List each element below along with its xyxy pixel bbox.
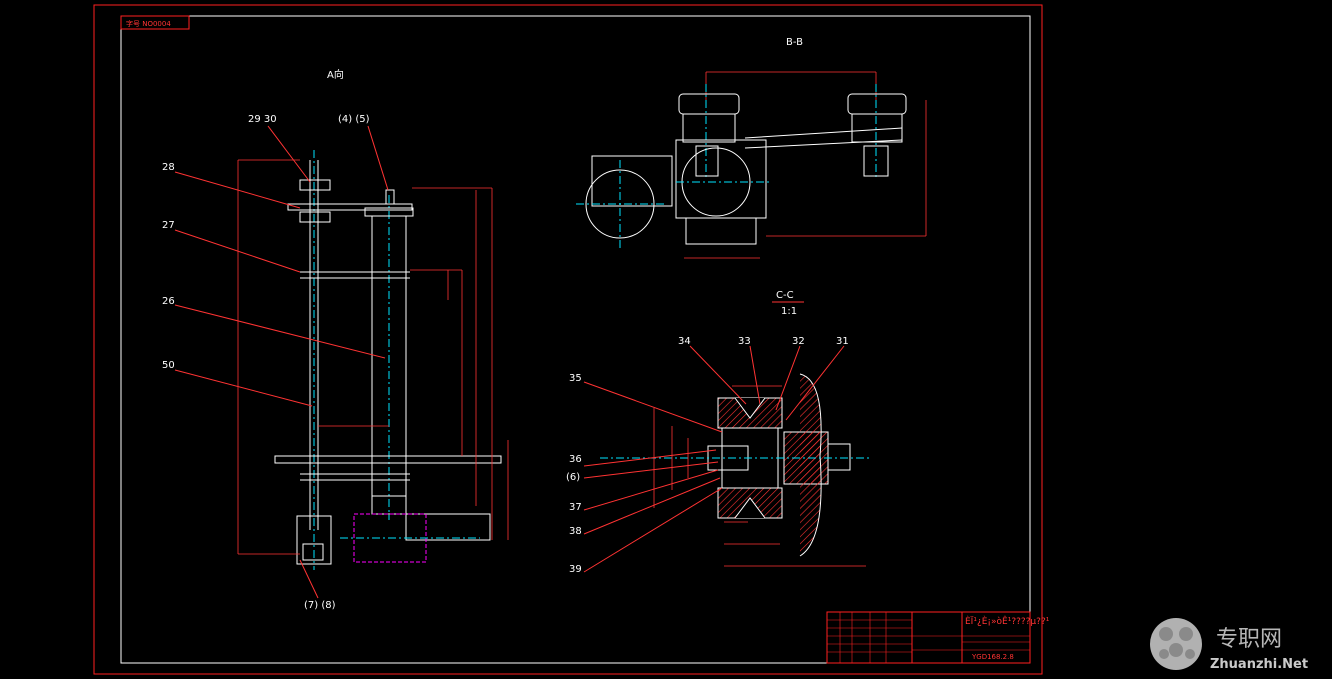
callout-28: 28 [162, 162, 175, 173]
leader-37 [583, 469, 719, 511]
stamp-box [120, 15, 190, 30]
leader-33 [749, 345, 761, 405]
section-bb-title: B-B [786, 37, 803, 48]
callout-6: (6) [566, 472, 580, 483]
cc-groove-upper [734, 397, 766, 419]
leader-34 [689, 345, 747, 405]
leader-26 [174, 304, 386, 359]
callout-4-5: (4) (5) [338, 114, 370, 125]
cc-groove-lower [734, 497, 766, 519]
base-bar [274, 455, 502, 464]
leader-50 [174, 369, 313, 407]
bb-arm-bottom [744, 139, 903, 149]
callout-35: 35 [569, 373, 582, 384]
cc-arm-section [799, 373, 822, 557]
callout-31: 31 [836, 336, 849, 347]
cc-nut [827, 443, 851, 471]
callout-36: 36 [569, 454, 582, 465]
callout-38: 38 [569, 526, 582, 537]
leader-27 [174, 229, 301, 273]
bb-pulley-right [847, 93, 907, 115]
leader-6 [583, 461, 719, 479]
watermark-chinese: 专职网 [1216, 627, 1282, 652]
top-bracket [287, 203, 413, 211]
leader-28 [174, 171, 301, 209]
inner-border [120, 15, 1031, 664]
view-a-label: A向 [327, 68, 344, 81]
callout-29-30: 29 30 [248, 114, 277, 125]
callout-32: 32 [792, 336, 805, 347]
watermark-latin: Zhuanzhi.Net [1210, 657, 1308, 672]
column-foot [371, 495, 407, 515]
leader-35 [583, 381, 723, 433]
section-cc-title: C-C [776, 290, 794, 301]
outer-border [93, 4, 1043, 675]
bottom-clamp-inner [302, 543, 324, 561]
leader-38 [583, 477, 721, 535]
leader-39 [583, 487, 723, 573]
clamp-lower [299, 211, 331, 223]
leader-7-8 [299, 559, 319, 599]
bb-housing [675, 139, 767, 219]
bottom-clamp [296, 515, 332, 565]
foot-plate [405, 513, 491, 541]
callout-33: 33 [738, 336, 751, 347]
stamp-label: 字号 NO0004 [126, 19, 171, 28]
leader-4-5 [367, 125, 389, 191]
callout-34: 34 [678, 336, 691, 347]
bb-right-bolt [863, 145, 889, 177]
callout-26: 26 [162, 296, 175, 307]
bb-pulley-left-body [682, 113, 736, 143]
title-block [826, 611, 1031, 664]
clamp-upper [299, 179, 331, 191]
callout-50: 50 [162, 360, 175, 371]
bb-arm-top [744, 127, 903, 139]
bb-gearbox [591, 155, 673, 207]
callout-7-8: (7) (8) [304, 600, 336, 611]
bb-left-bolt [695, 145, 719, 177]
section-cc-scale: 1:1 [781, 306, 797, 317]
column-cap [364, 207, 414, 217]
leader-36 [583, 449, 717, 467]
title-block-drawing-no: YGD168.2.8 [971, 653, 1014, 661]
leader-32 [775, 345, 801, 411]
leader-29-30 [267, 125, 311, 183]
leader-31 [785, 345, 845, 421]
bb-motor [585, 169, 655, 239]
bb-pulley-right-body [851, 113, 903, 143]
callout-39: 39 [569, 564, 582, 575]
bb-base [685, 217, 757, 245]
callout-27: 27 [162, 220, 175, 231]
bb-pulley-left [678, 93, 740, 115]
callout-37: 37 [569, 502, 582, 513]
column-bolt [385, 189, 395, 205]
title-block-header: ÈÏ¹¿È¡»òÊ¹????µ??¹ [965, 615, 1050, 627]
watermark-logo [1150, 618, 1202, 670]
